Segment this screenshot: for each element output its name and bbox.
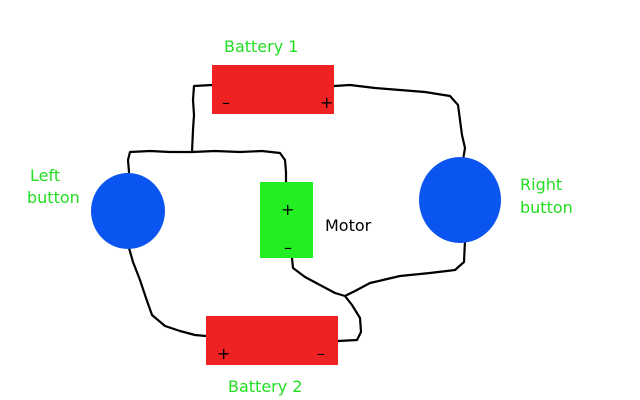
left-button-label-line1: Left bbox=[30, 166, 60, 185]
wire-left-button-to-battery2 bbox=[127, 246, 208, 338]
battery-2-label: Battery 2 bbox=[228, 377, 302, 396]
right-button-label-line2: button bbox=[520, 198, 573, 217]
motor-negative-terminal: – bbox=[284, 238, 292, 257]
battery-2-positive-terminal: + bbox=[217, 344, 230, 363]
battery-1-label: Battery 1 bbox=[224, 37, 298, 56]
battery-2-body bbox=[206, 316, 338, 365]
battery-1-body bbox=[212, 65, 334, 114]
motor-body bbox=[260, 182, 313, 258]
battery-1-negative-terminal: – bbox=[222, 93, 230, 112]
wire-battery1-to-right-button bbox=[332, 83, 467, 162]
motor-label: Motor bbox=[325, 216, 372, 235]
motor: + – bbox=[260, 182, 313, 258]
right-button-label-line1: Right bbox=[520, 175, 562, 194]
wire-motor-to-bottom-junction bbox=[290, 256, 347, 298]
motor-positive-terminal: + bbox=[281, 200, 294, 219]
left-button[interactable] bbox=[91, 173, 165, 249]
left-button-label-line2: button bbox=[27, 188, 80, 207]
wire-right-button-to-battery2 bbox=[336, 238, 467, 343]
wires bbox=[126, 83, 467, 343]
battery-1-positive-terminal: + bbox=[320, 93, 333, 112]
battery-2: + – bbox=[206, 316, 338, 365]
battery-2-negative-terminal: – bbox=[317, 344, 325, 363]
wire-battery1-to-top-junction bbox=[190, 83, 214, 154]
wire-top-junction bbox=[126, 149, 288, 184]
right-button[interactable] bbox=[419, 157, 501, 243]
battery-1: – + bbox=[212, 65, 334, 114]
